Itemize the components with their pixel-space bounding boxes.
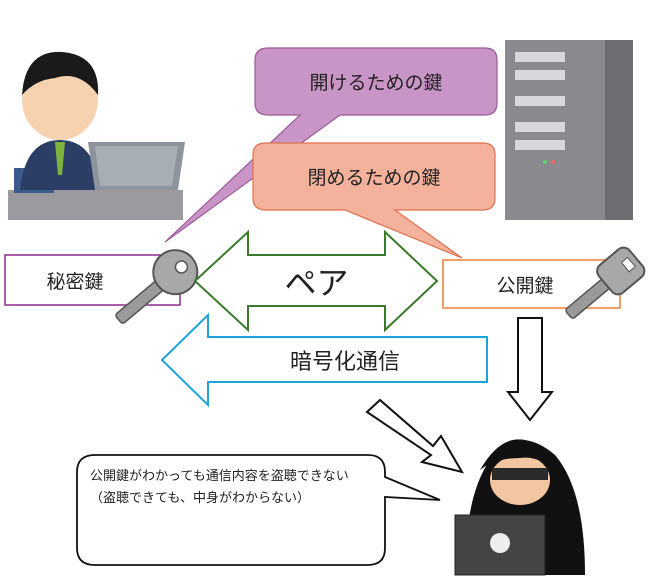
callout-close-key — [252, 142, 496, 259]
note-line-2: （盗聴できても、中身がわからない） — [90, 491, 310, 506]
note-text: 公開鍵がわかっても通信内容を盗聴できない （盗聴できても、中身がわからない） — [90, 466, 380, 510]
diagonal-arrow — [365, 398, 465, 474]
public-key-label: 公開鍵 — [496, 274, 554, 297]
note-bubble — [76, 454, 441, 566]
hacker-illustration — [454, 439, 585, 576]
key-icon — [565, 246, 646, 319]
pair-label: ペア — [284, 263, 349, 302]
private-key-label: 秘密鍵 — [46, 270, 104, 293]
operator-illustration — [8, 51, 185, 220]
callout-open-key-label: 開けるための鍵 — [309, 72, 443, 94]
callout-close-key-label: 閉めるための鍵 — [307, 167, 441, 189]
note-line-1: 公開鍵がわかっても通信内容を盗聴できない — [90, 469, 349, 484]
key-icon — [115, 249, 199, 324]
pair-double-arrow — [193, 229, 439, 333]
encrypted-comm-label: 暗号化通信 — [289, 349, 400, 375]
encrypted-comm-arrow — [160, 312, 488, 408]
server-illustration — [505, 40, 633, 220]
down-arrow — [505, 317, 555, 422]
